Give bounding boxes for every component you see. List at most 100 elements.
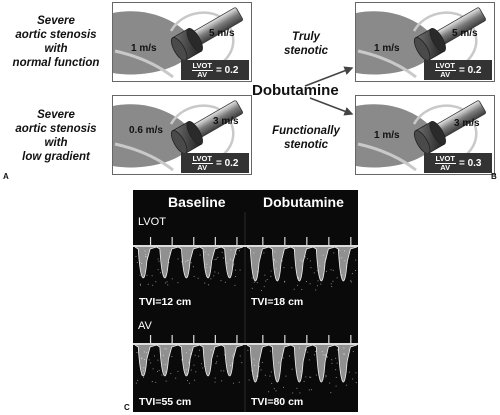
doppler-speckle	[271, 271, 272, 272]
doppler-speckle	[254, 282, 255, 283]
doppler-speckle	[311, 389, 312, 390]
doppler-speckle	[194, 380, 195, 381]
doppler-speckle	[145, 251, 146, 252]
doppler-speckle	[268, 391, 269, 392]
doppler-speckle	[144, 359, 145, 360]
doppler-speckle	[143, 370, 144, 371]
ratio-box: LVOT AV = 0.2	[181, 60, 249, 80]
doppler-speckle	[214, 259, 215, 260]
doppler-speckle	[144, 351, 145, 352]
row-av-label: AV	[138, 320, 152, 332]
doppler-speckle	[252, 288, 253, 289]
doppler-speckle	[208, 254, 209, 255]
panel-b-top-box: 1 m/s 5 m/s LVOT AV = 0.2	[355, 2, 495, 82]
doppler-speckle	[157, 371, 158, 372]
doppler-speckle	[233, 383, 234, 384]
ratio-value: = 0.2	[216, 158, 239, 169]
label-low-gradient: Severe aortic stenosis with low gradient	[2, 108, 110, 164]
ratio-box: LVOT AV = 0.2	[424, 60, 492, 80]
doppler-speckle	[193, 266, 194, 267]
doppler-speckle	[240, 269, 241, 270]
doppler-speckle	[305, 256, 306, 257]
doppler-speckle	[264, 286, 265, 287]
doppler-speckle	[149, 359, 150, 360]
doppler-speckle	[158, 269, 159, 270]
doppler-speckle	[331, 359, 332, 360]
doppler-speckle	[167, 281, 168, 282]
doppler-speckle	[276, 390, 277, 391]
doppler-speckle	[310, 377, 311, 378]
doppler-speckle	[186, 373, 187, 374]
doppler-speckle	[236, 254, 237, 255]
doppler-speckle	[253, 359, 254, 360]
doppler-speckle	[347, 262, 348, 263]
doppler-speckle	[336, 377, 337, 378]
ratio-denominator: AV	[440, 71, 450, 79]
doppler-speckle	[297, 285, 298, 286]
doppler-speckle	[234, 285, 235, 286]
doppler-speckle	[257, 271, 258, 272]
doppler-speckle	[315, 351, 316, 352]
doppler-speckle	[136, 383, 137, 384]
doppler-speckle	[304, 381, 305, 382]
doppler-speckle	[178, 258, 179, 259]
doppler-speckle	[216, 361, 217, 362]
doppler-speckle	[335, 358, 336, 359]
doppler-speckle	[257, 282, 258, 283]
doppler-speckle	[200, 254, 201, 255]
doppler-speckle	[339, 257, 340, 258]
panel-b-bottom-box: 1 m/s 3 m/s LVOT AV = 0.3	[355, 95, 495, 175]
doppler-speckle	[337, 277, 338, 278]
doppler-speckle	[324, 354, 325, 355]
doppler-speckle	[296, 388, 297, 389]
doppler-speckle	[298, 278, 299, 279]
doppler-speckle	[198, 356, 199, 357]
doppler-speckle	[152, 275, 153, 276]
doppler-speckle	[310, 267, 311, 268]
doppler-speckle	[330, 392, 331, 393]
doppler-speckle	[351, 281, 352, 282]
doppler-speckle	[241, 362, 242, 363]
doppler-speckle	[341, 275, 342, 276]
column-dobutamine: Dobutamine	[263, 194, 344, 210]
doppler-speckle	[202, 367, 203, 368]
doppler-speckle	[316, 375, 317, 376]
doppler-speckle	[325, 375, 326, 376]
tvi-av-baseline: TVI=55 cm	[139, 396, 191, 408]
doppler-speckle	[195, 355, 196, 356]
doppler-speckle	[145, 256, 146, 257]
av-dobutamine-trace	[247, 345, 357, 382]
doppler-speckle	[177, 371, 178, 372]
ratio-denominator: AV	[197, 71, 207, 79]
doppler-speckle	[227, 371, 228, 372]
doppler-speckle	[235, 276, 236, 277]
doppler-speckle	[305, 376, 306, 377]
doppler-speckle	[251, 370, 252, 371]
doppler-speckle	[141, 358, 142, 359]
doppler-speckle	[140, 275, 141, 276]
doppler-speckle	[259, 366, 260, 367]
doppler-speckle	[343, 347, 344, 348]
doppler-speckle	[318, 280, 319, 281]
doppler-speckle	[158, 261, 159, 262]
doppler-speckle	[323, 255, 324, 256]
doppler-speckle	[191, 262, 192, 263]
doppler-speckle	[157, 360, 158, 361]
doppler-speckle	[143, 377, 144, 378]
doppler-speckle	[204, 283, 205, 284]
doppler-speckle	[292, 369, 293, 370]
doppler-speckle	[169, 252, 170, 253]
doppler-speckle	[152, 381, 153, 382]
panel-a-bottom-box: 0.6 m/s 3 m/s LVOT AV = 0.2	[112, 95, 252, 175]
row-lvot-label: LVOT	[138, 216, 166, 228]
doppler-speckle	[309, 389, 310, 390]
doppler-speckle	[331, 283, 332, 284]
doppler-speckle	[355, 270, 356, 271]
doppler-speckle	[218, 273, 219, 274]
doppler-speckle	[216, 259, 217, 260]
ratio-box: LVOT AV = 0.3	[424, 153, 492, 173]
doppler-speckle	[247, 350, 248, 351]
doppler-speckle	[230, 365, 231, 366]
doppler-speckle	[336, 386, 337, 387]
doppler-speckle	[278, 362, 279, 363]
